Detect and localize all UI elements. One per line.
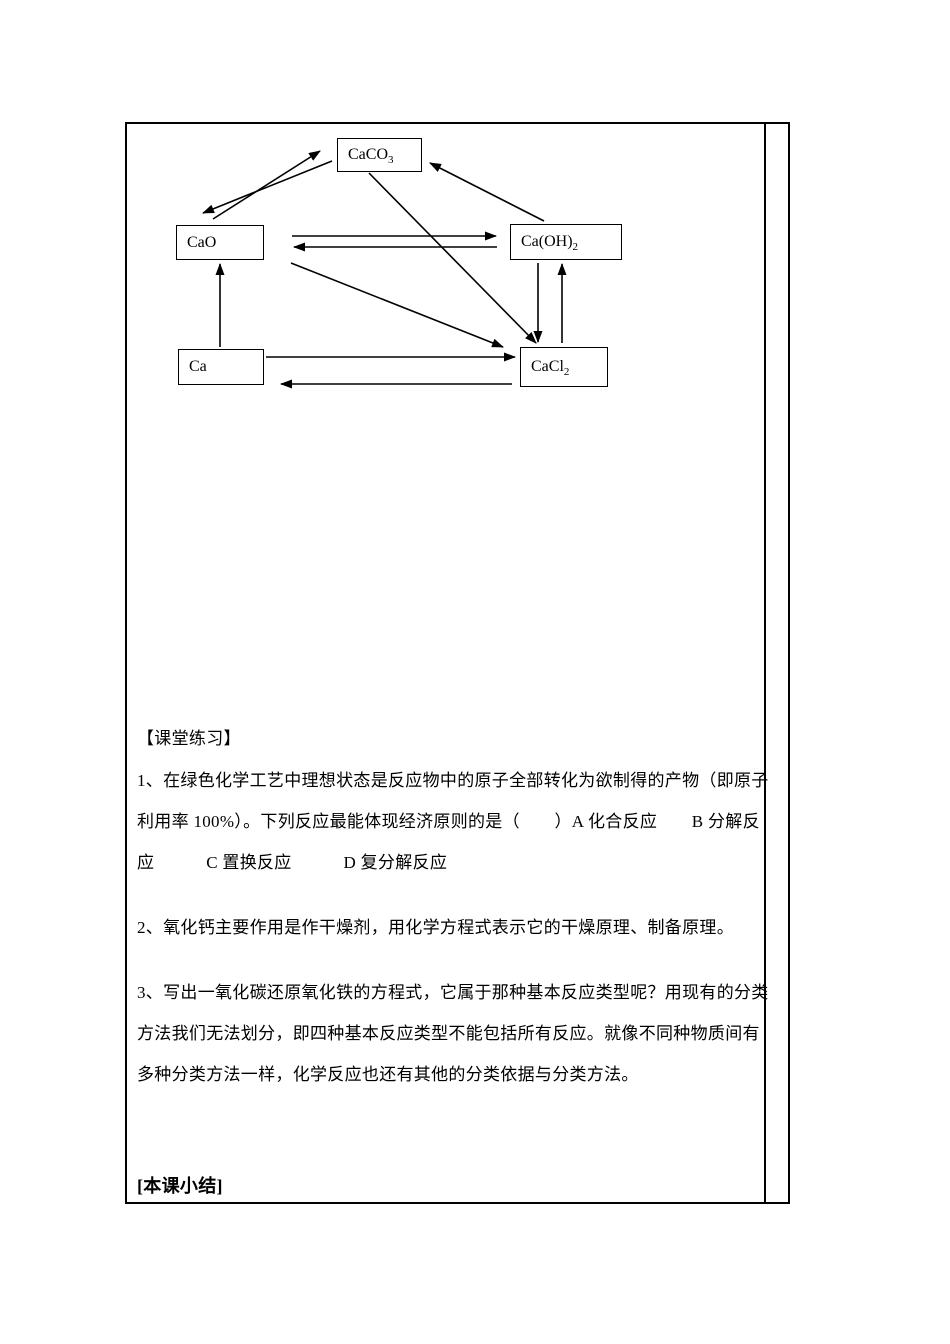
question-3-line-1: 3、写出一氧化碳还原氧化铁的方程式，它属于那种基本反应类型呢？用现有的分类 <box>137 983 769 1002</box>
question-1-line-1: 1、在绿色化学工艺中理想状态是反应物中的原子全部转化为欲制得的产物（即原子 <box>137 771 769 790</box>
table-column-divider <box>764 122 766 1204</box>
diagram-node-caoh2: Ca(OH)2 <box>510 224 622 260</box>
diagram-node-ca: Ca <box>178 349 264 385</box>
diagram-node-caco3: CaCO3 <box>337 138 422 172</box>
question-1-line-2: 利用率 100%）。下列反应最能体现经济原则的是（ ）A 化合反应 B 分解反 <box>137 812 760 831</box>
node-label: CaO <box>187 233 217 251</box>
practice-header: 【课堂练习】 <box>137 729 241 748</box>
question-2: 2、氧化钙主要作用是作干燥剂，用化学方程式表示它的干燥原理、制备原理。 <box>137 918 734 937</box>
node-label: CaCl2 <box>531 358 570 379</box>
table-border <box>125 122 790 1204</box>
question-1-line-3: 应 C 置换反应 D 复分解反应 <box>137 853 448 872</box>
diagram-node-cao: CaO <box>176 225 264 260</box>
diagram-node-cacl2: CaCl2 <box>520 347 608 387</box>
question-3-line-2: 方法我们无法划分，即四种基本反应类型不能包括所有反应。就像不同种物质间有 <box>137 1024 760 1043</box>
question-3-line-3: 多种分类方法一样，化学反应也还有其他的分类依据与分类方法。 <box>137 1065 639 1084</box>
node-label: Ca(OH)2 <box>521 233 579 254</box>
node-label: Ca <box>189 358 207 375</box>
summary-header: [本课小结] <box>137 1176 223 1196</box>
node-label: CaCO3 <box>348 146 394 167</box>
